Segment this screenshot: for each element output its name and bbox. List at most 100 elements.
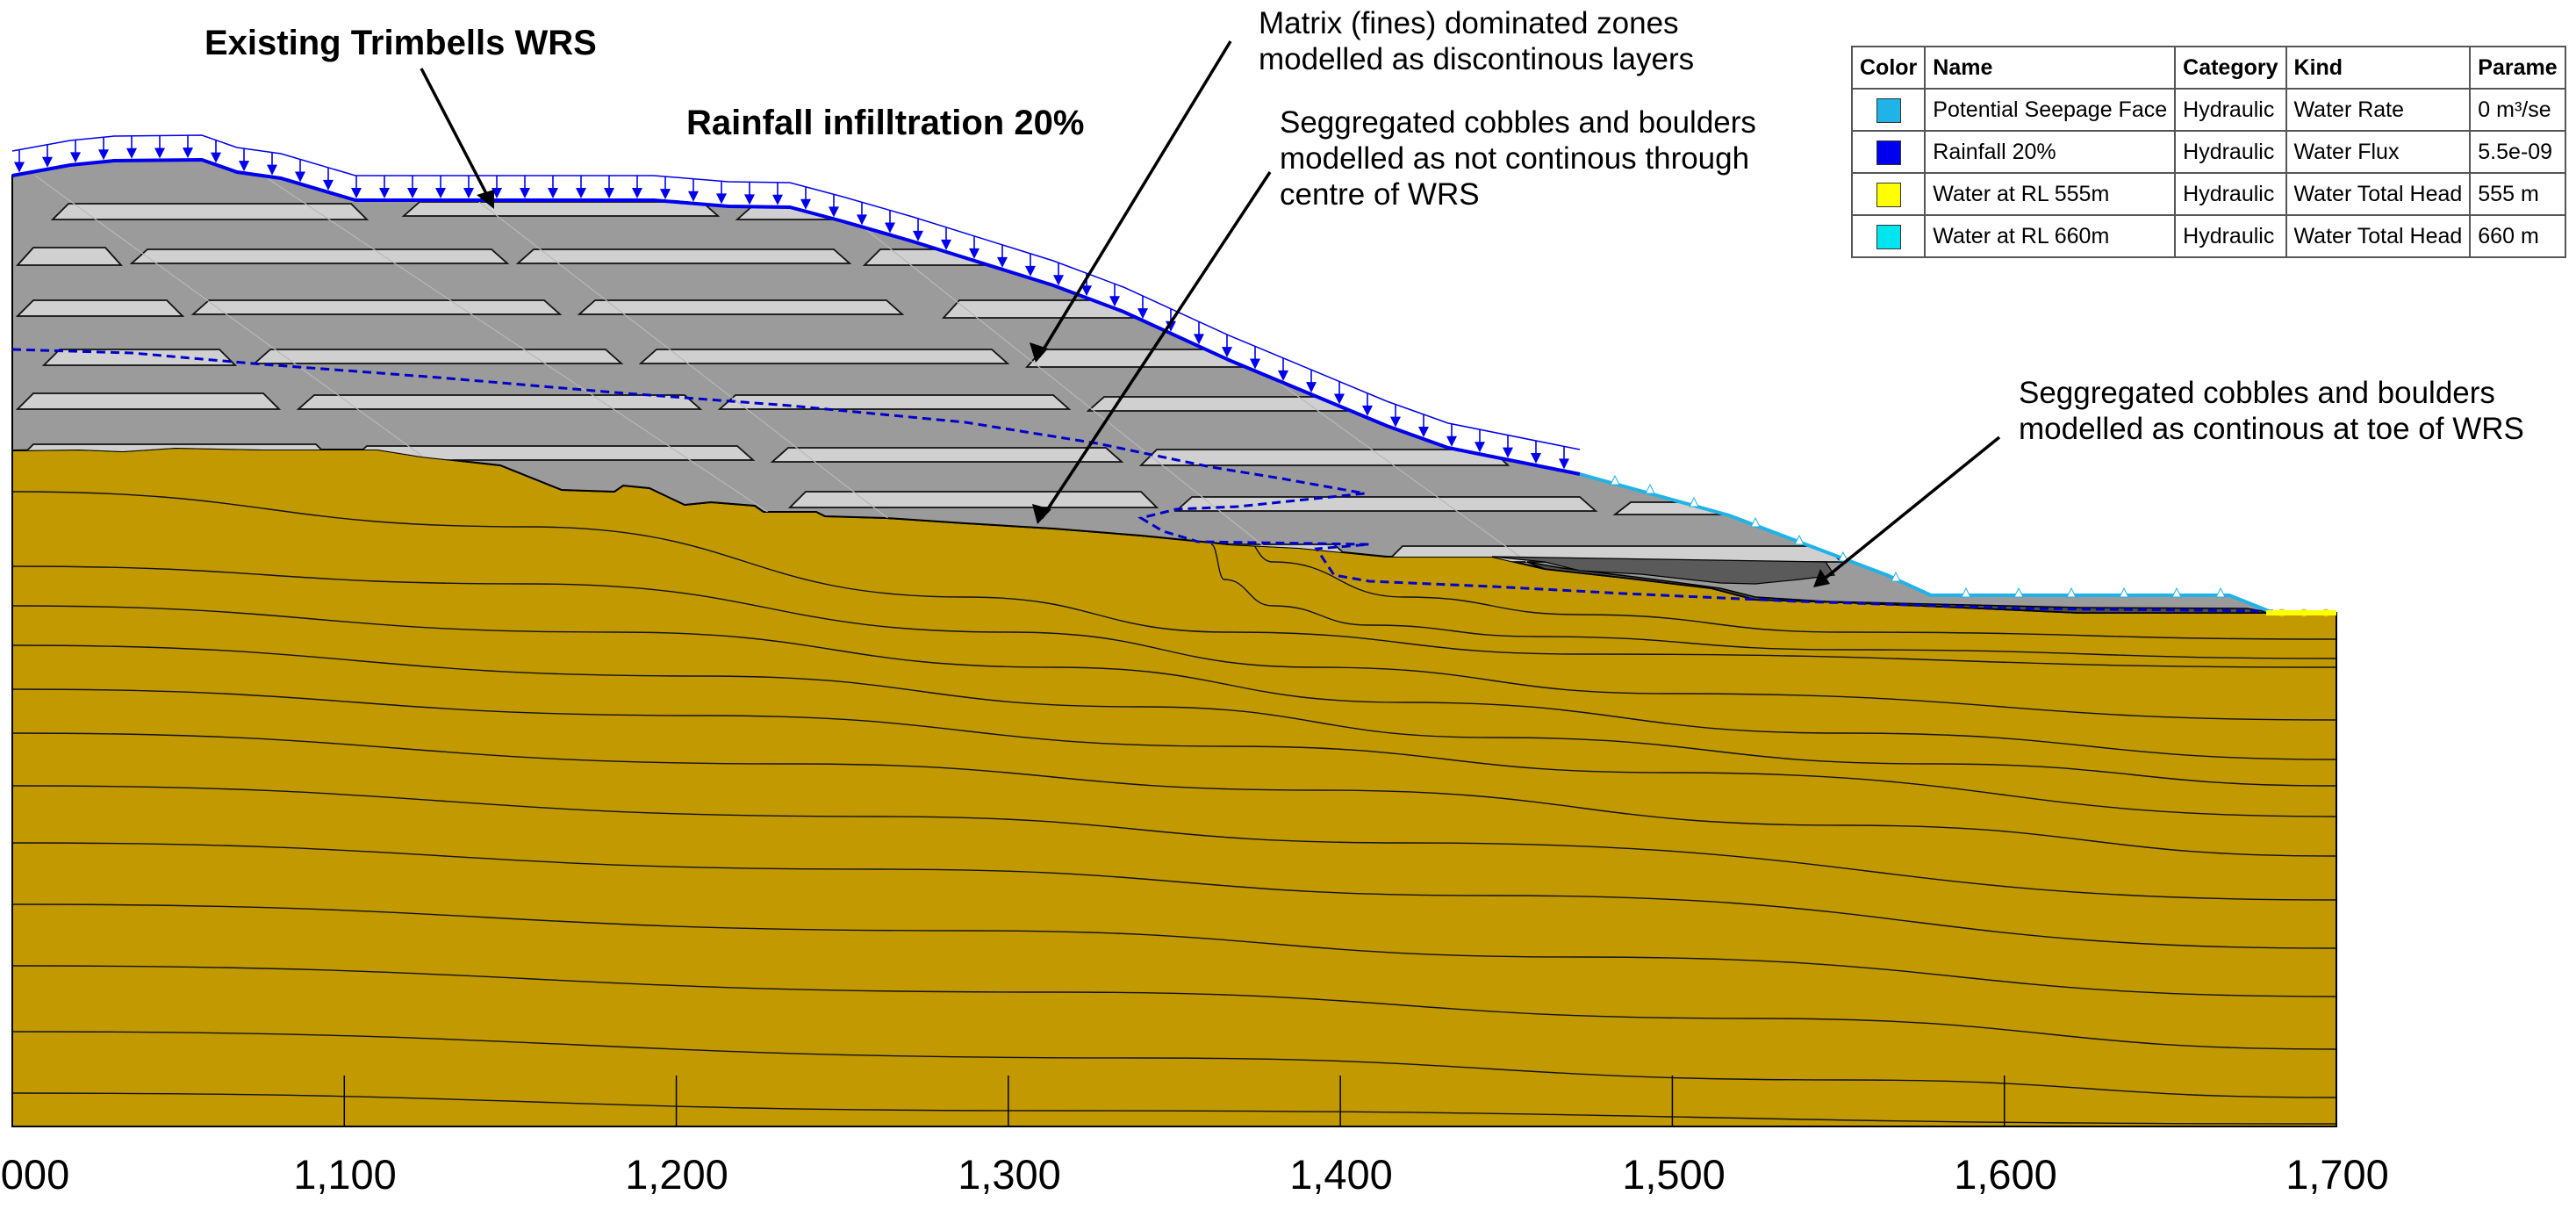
- x-tick-label: 1,600: [1954, 1151, 2057, 1198]
- legend-swatch: [1876, 182, 1901, 207]
- legend-swatch: [1876, 224, 1901, 249]
- rainfall-arrowhead: [716, 193, 727, 205]
- rainfall-arrowhead: [913, 230, 923, 241]
- legend-category: Hydraulic: [2174, 88, 2287, 132]
- legend-category: Hydraulic: [2174, 214, 2287, 258]
- matrix-layer: [129, 248, 510, 264]
- matrix-layer: [15, 299, 185, 317]
- phreatic-surface-line: [11, 348, 2274, 613]
- matrix-layer: [296, 394, 703, 410]
- contour-line: [12, 732, 2337, 857]
- seepage-marker: [1750, 516, 1761, 528]
- rainfall-arrowhead: [1503, 447, 1513, 458]
- rainfall-arrowhead: [126, 148, 137, 159]
- rainfall-arrowhead: [885, 222, 895, 234]
- rainfall-arrowhead: [323, 179, 334, 191]
- centre-note-line-3: centre of WRS: [1280, 177, 1480, 212]
- seepage-marker: [2066, 587, 2077, 598]
- contour-line: [12, 688, 2337, 817]
- rainfall-arrowhead: [744, 194, 755, 205]
- matrix-layer: [1612, 501, 1862, 515]
- contour-line: [12, 491, 2337, 668]
- x-tick-label: 1,500: [1622, 1151, 1726, 1198]
- matrix-note-line-2: modelled as discontinous layers: [1259, 42, 1695, 76]
- rainfall-arrowhead: [295, 171, 305, 183]
- foundation-contour-lines: [12, 491, 2337, 1125]
- wrs-title-arrow: [420, 68, 492, 203]
- wrs-title: Existing Trimbells WRS: [205, 24, 597, 62]
- contour-line: [12, 842, 2337, 949]
- x-axis: [11, 1076, 2337, 1127]
- contour-line: [12, 1092, 2337, 1125]
- boundary-condition-legend: Color Name Category Kind Parame Potentia…: [1850, 46, 2566, 258]
- legend-header-row: Color Name Category Kind Parame: [1850, 46, 2566, 90]
- rainfall-arrowhead: [1446, 435, 1457, 447]
- legend-kind: Water Total Head: [2285, 214, 2472, 258]
- rainfall-arrowhead: [267, 164, 277, 176]
- rainfall-arrowhead: [800, 198, 811, 210]
- rainfall-arrowhead: [1418, 427, 1429, 437]
- seepage-marker: [1794, 534, 1805, 545]
- legend-name: Rainfall 20%: [1924, 130, 2177, 174]
- rainfall-arrowhead: [997, 256, 1008, 268]
- centre-note: Seggregated cobbles and boulders modelle…: [1280, 104, 1756, 212]
- rainfall-title: Rainfall infilltration 20%: [686, 104, 1085, 142]
- rainfall-arrowhead: [829, 206, 839, 218]
- legend-header-color: Color: [1850, 46, 1927, 90]
- contour-line: [12, 785, 2337, 901]
- rainfall-arrowhead: [520, 188, 530, 198]
- toe-note-line-1: Seggregated cobbles and boulders: [2019, 376, 2495, 410]
- legend-header-kind: Kind: [2285, 46, 2472, 90]
- matrix-layer: [50, 203, 370, 220]
- seepage-marker: [2215, 587, 2226, 598]
- rainfall-arrowhead: [435, 188, 446, 198]
- rainfall-arrowhead: [1306, 382, 1317, 393]
- seepage-marker: [2013, 587, 2024, 598]
- rainfall-arrowhead: [154, 148, 165, 159]
- matrix-layer: [401, 201, 721, 217]
- rainfall-arrowhead: [1053, 275, 1064, 286]
- matrix-layer: [190, 299, 563, 315]
- contour-line: [12, 1031, 2337, 1098]
- rainfall-arrowhead: [1250, 358, 1260, 370]
- legend-swatch-cell: [1850, 130, 1927, 174]
- internal-boundary-line: [262, 175, 791, 528]
- seepage-marker: [1610, 474, 1620, 486]
- toe-boulder-zone-upper: [1491, 556, 1836, 585]
- rainfall-arrowhead: [1362, 405, 1373, 416]
- x-tick-label: 1,400: [1289, 1151, 1393, 1198]
- toe-note-line-2: modelled as continous at toe of WRS: [2019, 412, 2524, 446]
- legend-header-name: Name: [1924, 46, 2177, 90]
- seepage-marker: [2119, 587, 2129, 598]
- toe-note: Seggregated cobbles and boulders modelle…: [2019, 375, 2524, 447]
- matrix-layer: [515, 248, 852, 264]
- rainfall-arrowhead: [1475, 442, 1485, 453]
- matrix-layer: [252, 349, 624, 364]
- centre-note-arrow: [1040, 171, 1272, 519]
- rainfall-arrowhead: [604, 188, 614, 198]
- internal-boundary-line: [456, 184, 922, 545]
- contour-line: [12, 644, 2337, 787]
- legend-parameter: 0 m³/se: [2469, 88, 2566, 132]
- legend-row: Potential Seepage Face Hydraulic Water R…: [1850, 88, 2566, 132]
- rainfall-arrowhead: [379, 188, 390, 198]
- rainfall-arrowhead: [183, 148, 193, 159]
- legend-swatch: [1876, 140, 1901, 165]
- legend-name: Water at RL 555m: [1924, 172, 2177, 216]
- rainfall-arrowhead: [14, 162, 25, 173]
- centre-note-line-1: Seggregated cobbles and boulders: [1280, 105, 1756, 140]
- legend-row: Rainfall 20% Hydraulic Water Flux 5.5e-0…: [1850, 130, 2566, 174]
- seepage-marker: [2171, 587, 2182, 598]
- legend-category: Hydraulic: [2174, 172, 2287, 216]
- rainfall-arrowhead: [576, 188, 586, 198]
- rainfall-arrowhead: [857, 214, 867, 226]
- legend-parameter: 5.5e-09: [2469, 130, 2566, 174]
- x-tick-label: 000: [0, 1151, 70, 1198]
- rainfall-arrowhead: [42, 156, 53, 168]
- legend-swatch-cell: [1850, 172, 1927, 216]
- rainfall-arrowhead: [1390, 416, 1401, 428]
- rainfall-arrowhead: [772, 194, 783, 205]
- matrix-layer: [15, 247, 124, 266]
- rainfall-boundary: [11, 134, 1581, 476]
- contour-line: [12, 605, 2337, 760]
